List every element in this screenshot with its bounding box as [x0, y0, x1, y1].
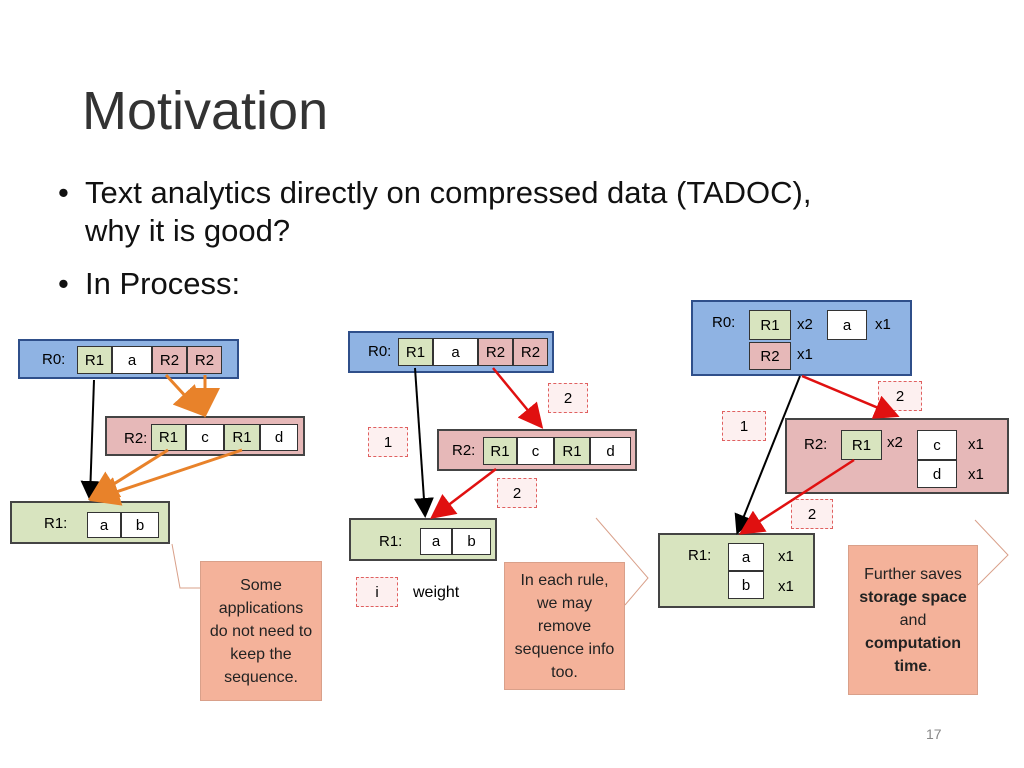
d3-r1-sym: b: [728, 571, 764, 599]
d2-r2-cell: R1: [483, 437, 517, 465]
d2-r0-cell: a: [433, 338, 478, 366]
d1-note-pointer: [171, 543, 200, 589]
d3-r0-sym: R1: [749, 310, 791, 340]
d2-r0-rule: R0: R1 a R2 R2: [348, 331, 554, 373]
d3-r1-label: R1:: [688, 547, 712, 564]
d3-note: Further saves storage space and computat…: [848, 545, 978, 695]
slide-title: Motivation: [82, 81, 329, 141]
d3-r2-sym: c: [917, 430, 957, 460]
d1-r2-cell: d: [260, 424, 298, 451]
d2-r0-label: R0:: [368, 343, 392, 360]
d1-arrow-r2-r1-a: [87, 448, 169, 501]
d3-arrow-r0-r1: [734, 375, 801, 535]
d3-r0-rule: R0: R1 x2 a x1 R2 x1: [691, 300, 912, 376]
d2-r2-cell: c: [517, 437, 554, 465]
d1-note-text: Some applications do not need to keep th…: [209, 576, 313, 686]
d2-r0-cell: R2: [478, 338, 513, 366]
d3-note-bold: storage space: [859, 588, 967, 606]
d2-weight-badge: 2: [548, 383, 588, 413]
d1-r1-cell: b: [121, 512, 159, 538]
d3-r2-sym: R1: [841, 430, 882, 460]
bullet-dot: •: [58, 266, 69, 301]
d3-note-pointer: [974, 519, 1009, 586]
d3-r0-sym: a: [827, 310, 867, 340]
d1-arrow-r0-r1: [80, 379, 101, 501]
d1-arrow-r2-r1-b: [89, 448, 243, 506]
d2-r1-label: R1:: [379, 533, 403, 550]
d1-arrow-r0-r2-a: [164, 373, 205, 417]
d3-r1-count: x1: [778, 578, 794, 595]
d2-r1-cell: b: [452, 528, 491, 555]
d3-r0-count: x1: [875, 316, 891, 333]
d2-arrow-r2-r1: [430, 468, 497, 520]
d2-arrow-r0-r2: [492, 367, 544, 429]
d2-note: In each rule, we may remove sequence inf…: [504, 562, 625, 690]
d1-r0-cell: R2: [152, 346, 187, 374]
page-number: 17: [926, 726, 942, 742]
d3-r1-count: x1: [778, 548, 794, 565]
d1-note: Some applications do not need to keep th…: [200, 561, 322, 701]
d1-r2-cell: R1: [151, 424, 186, 451]
d1-r2-label: R2:: [124, 430, 148, 447]
bullet-2-text: In Process:: [85, 266, 241, 301]
d2-r1-rule: R1: a b: [349, 518, 497, 561]
d2-r2-cell: R1: [554, 437, 590, 465]
d2-r2-cell: d: [590, 437, 631, 465]
d3-note-part: and: [899, 611, 927, 629]
d3-weight-badge: 1: [722, 411, 766, 441]
d2-r1-cell: a: [420, 528, 452, 555]
d3-note-bold: time: [894, 657, 928, 675]
d3-r0-count: x1: [797, 346, 813, 363]
d3-note-part: Further saves: [864, 565, 962, 583]
d2-legend-badge: i: [356, 577, 398, 607]
d3-arrow-r2-r1: [738, 458, 855, 535]
d1-r0-cell: R2: [187, 346, 222, 374]
bullet-1-line-1: Text analytics directly on compressed da…: [85, 175, 812, 210]
d1-r0-label: R0:: [42, 351, 66, 368]
d2-note-text: In each rule, we may remove sequence inf…: [514, 571, 615, 681]
d2-legend-label: weight: [413, 584, 460, 601]
d3-note-bold: computation: [865, 634, 961, 652]
d3-arrow-r0-r2: [801, 374, 900, 419]
d3-r2-label: R2:: [804, 436, 828, 453]
d3-r1-sym: a: [728, 543, 764, 571]
d1-r2-cell: R1: [224, 424, 260, 451]
d3-r2-count: x1: [968, 436, 984, 453]
d3-r0-sym: R2: [749, 342, 791, 370]
d2-r0-cell: R1: [398, 338, 433, 366]
d3-note-text: Further saves storage space and computat…: [849, 563, 977, 678]
d2-r0-cell: R2: [513, 338, 548, 366]
d1-r1-rule: R1: a b: [10, 501, 170, 544]
d3-r2-count: x1: [968, 466, 984, 483]
d3-r0-label: R0:: [712, 314, 736, 331]
d2-r2-label: R2:: [452, 442, 476, 459]
d3-r0-count: x2: [797, 316, 813, 333]
d2-arrow-r0-r1: [413, 367, 434, 518]
d1-r2-cell: c: [186, 424, 224, 451]
d2-weight-badge: 1: [368, 427, 408, 457]
d1-r0-cell: R1: [77, 346, 112, 374]
d3-r2-count: x2: [887, 434, 903, 451]
d1-r0-rule: R0: R1 a R2 R2: [18, 339, 239, 379]
d2-note-pointer: [595, 517, 649, 606]
d3-weight-badge: 2: [791, 499, 833, 529]
d3-r2-sym: d: [917, 460, 957, 488]
d1-r2-rule: R2: R1 c R1 d: [105, 416, 305, 456]
d1-r1-cell: a: [87, 512, 121, 538]
d3-note-part: .: [927, 657, 932, 675]
d2-r2-rule: R2: R1 c R1 d: [437, 429, 637, 471]
d3-r1-rule: R1: a x1 b x1: [658, 533, 815, 608]
d2-weight-badge: 2: [497, 478, 537, 508]
d1-r0-cell: a: [112, 346, 152, 374]
bullet-dot: •: [58, 175, 69, 210]
d1-r1-label: R1:: [44, 515, 68, 532]
bullet-1-line-2: why it is good?: [85, 213, 291, 248]
